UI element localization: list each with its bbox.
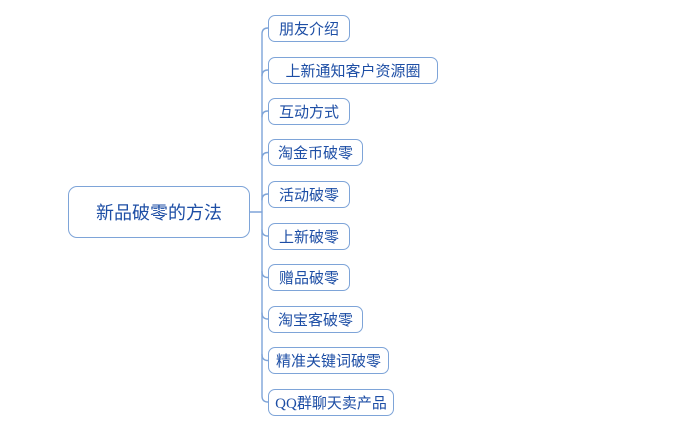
mindmap-node-qq-group-chat-sell-products[interactable]: QQ群聊天卖产品	[268, 388, 394, 416]
node-label: 精准关键词破零	[275, 354, 381, 370]
node-label: 淘金币破零	[277, 146, 353, 162]
node-label: QQ群聊天卖产品	[275, 395, 387, 412]
branch-line	[261, 69, 269, 77]
root-node-label: 新品破零的方法	[96, 203, 222, 223]
branch-line	[261, 151, 269, 160]
mindmap-node-taojinbi-break-zero[interactable]: 淘金币破零	[268, 139, 363, 166]
node-label: 淘宝客破零	[277, 312, 353, 329]
mindmap-node-friend-introduction[interactable]: 朋友介绍	[268, 14, 350, 42]
mindmap-node-gift-break-zero[interactable]: 赠品破零	[268, 264, 350, 291]
node-label: 上新通知客户资源圈	[285, 63, 421, 80]
mindmap-node-precise-keyword-break-zero[interactable]: 精准关键词破零	[268, 347, 389, 374]
node-label: 互动方式	[278, 104, 339, 121]
mindmap-node-new-arrival-notify-customer-circle[interactable]: 上新通知客户资源圈	[268, 56, 438, 84]
trunk-line	[261, 27, 269, 403]
mindmap-node-taobaoke-break-zero[interactable]: 淘宝客破零	[268, 305, 363, 333]
mindmap-node-new-arrival-break-zero[interactable]: 上新破零	[268, 222, 350, 250]
branch-line	[261, 312, 269, 320]
branch-line	[261, 193, 269, 201]
mindmap-node-root[interactable]: 新品破零的方法	[68, 186, 250, 238]
branch-line	[261, 270, 269, 279]
branch-line	[261, 229, 269, 237]
mindmap-node-activity-break-zero[interactable]: 活动破零	[268, 180, 350, 208]
branch-line	[261, 110, 269, 118]
mindmap-node-interaction-method[interactable]: 互动方式	[268, 97, 350, 125]
branch-line	[261, 353, 269, 362]
node-label: 活动破零	[278, 187, 339, 204]
node-label: 上新破零	[278, 229, 339, 246]
node-label: 赠品破零	[278, 271, 339, 287]
connector-group	[249, 27, 269, 403]
node-label: 朋友介绍	[278, 21, 339, 38]
